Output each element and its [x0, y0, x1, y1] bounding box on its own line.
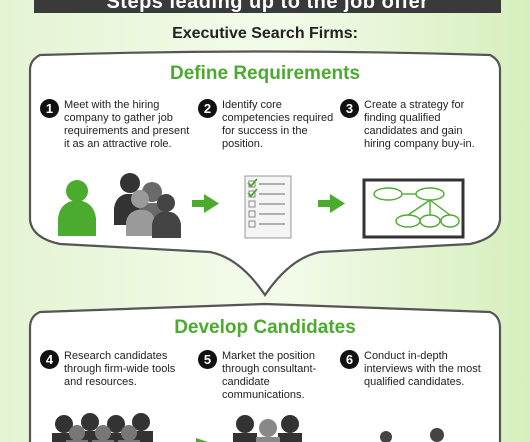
step-number-badge: 5	[198, 350, 217, 369]
arrow-right-icon	[192, 194, 219, 213]
step-number-badge: 1	[40, 99, 59, 118]
checklist-icon	[244, 175, 292, 239]
header-banner: Steps leading up to the job offer	[34, 0, 501, 13]
step-text: Research candidates through firm-wide to…	[64, 350, 176, 388]
page-subtitle: Executive Search Firms:	[172, 25, 358, 42]
person-silhouette-icon	[58, 180, 96, 236]
step-text: Meet with the hiring company to gather j…	[64, 99, 190, 150]
step-number-badge: 2	[198, 99, 217, 118]
strategy-diagram-icon	[362, 178, 465, 239]
arrow-right-icon	[318, 194, 345, 213]
step-number-badge: 4	[40, 350, 59, 369]
step-text: Identify core competencies required for …	[222, 99, 334, 150]
step-number-badge: 6	[340, 350, 359, 369]
step-text: Market the position through consultant-c…	[222, 350, 317, 401]
crowd-silhouette-icon	[52, 413, 153, 442]
panel-title-define-requirements: Define Requirements	[169, 63, 361, 84]
step-text: Create a strategy for finding qualified …	[364, 99, 475, 150]
arrow-right-icon	[196, 438, 208, 442]
step-text: Conduct in-depth interviews with the mos…	[364, 350, 481, 388]
group-silhouette-icon	[114, 173, 181, 238]
panel-develop-candidates-frame	[28, 302, 502, 442]
people-silhouette-icon	[380, 428, 444, 442]
step-number-badge: 3	[340, 99, 359, 118]
group-silhouette-icon	[233, 415, 302, 442]
panel-title-develop-candidates: Develop Candidates	[174, 317, 356, 338]
